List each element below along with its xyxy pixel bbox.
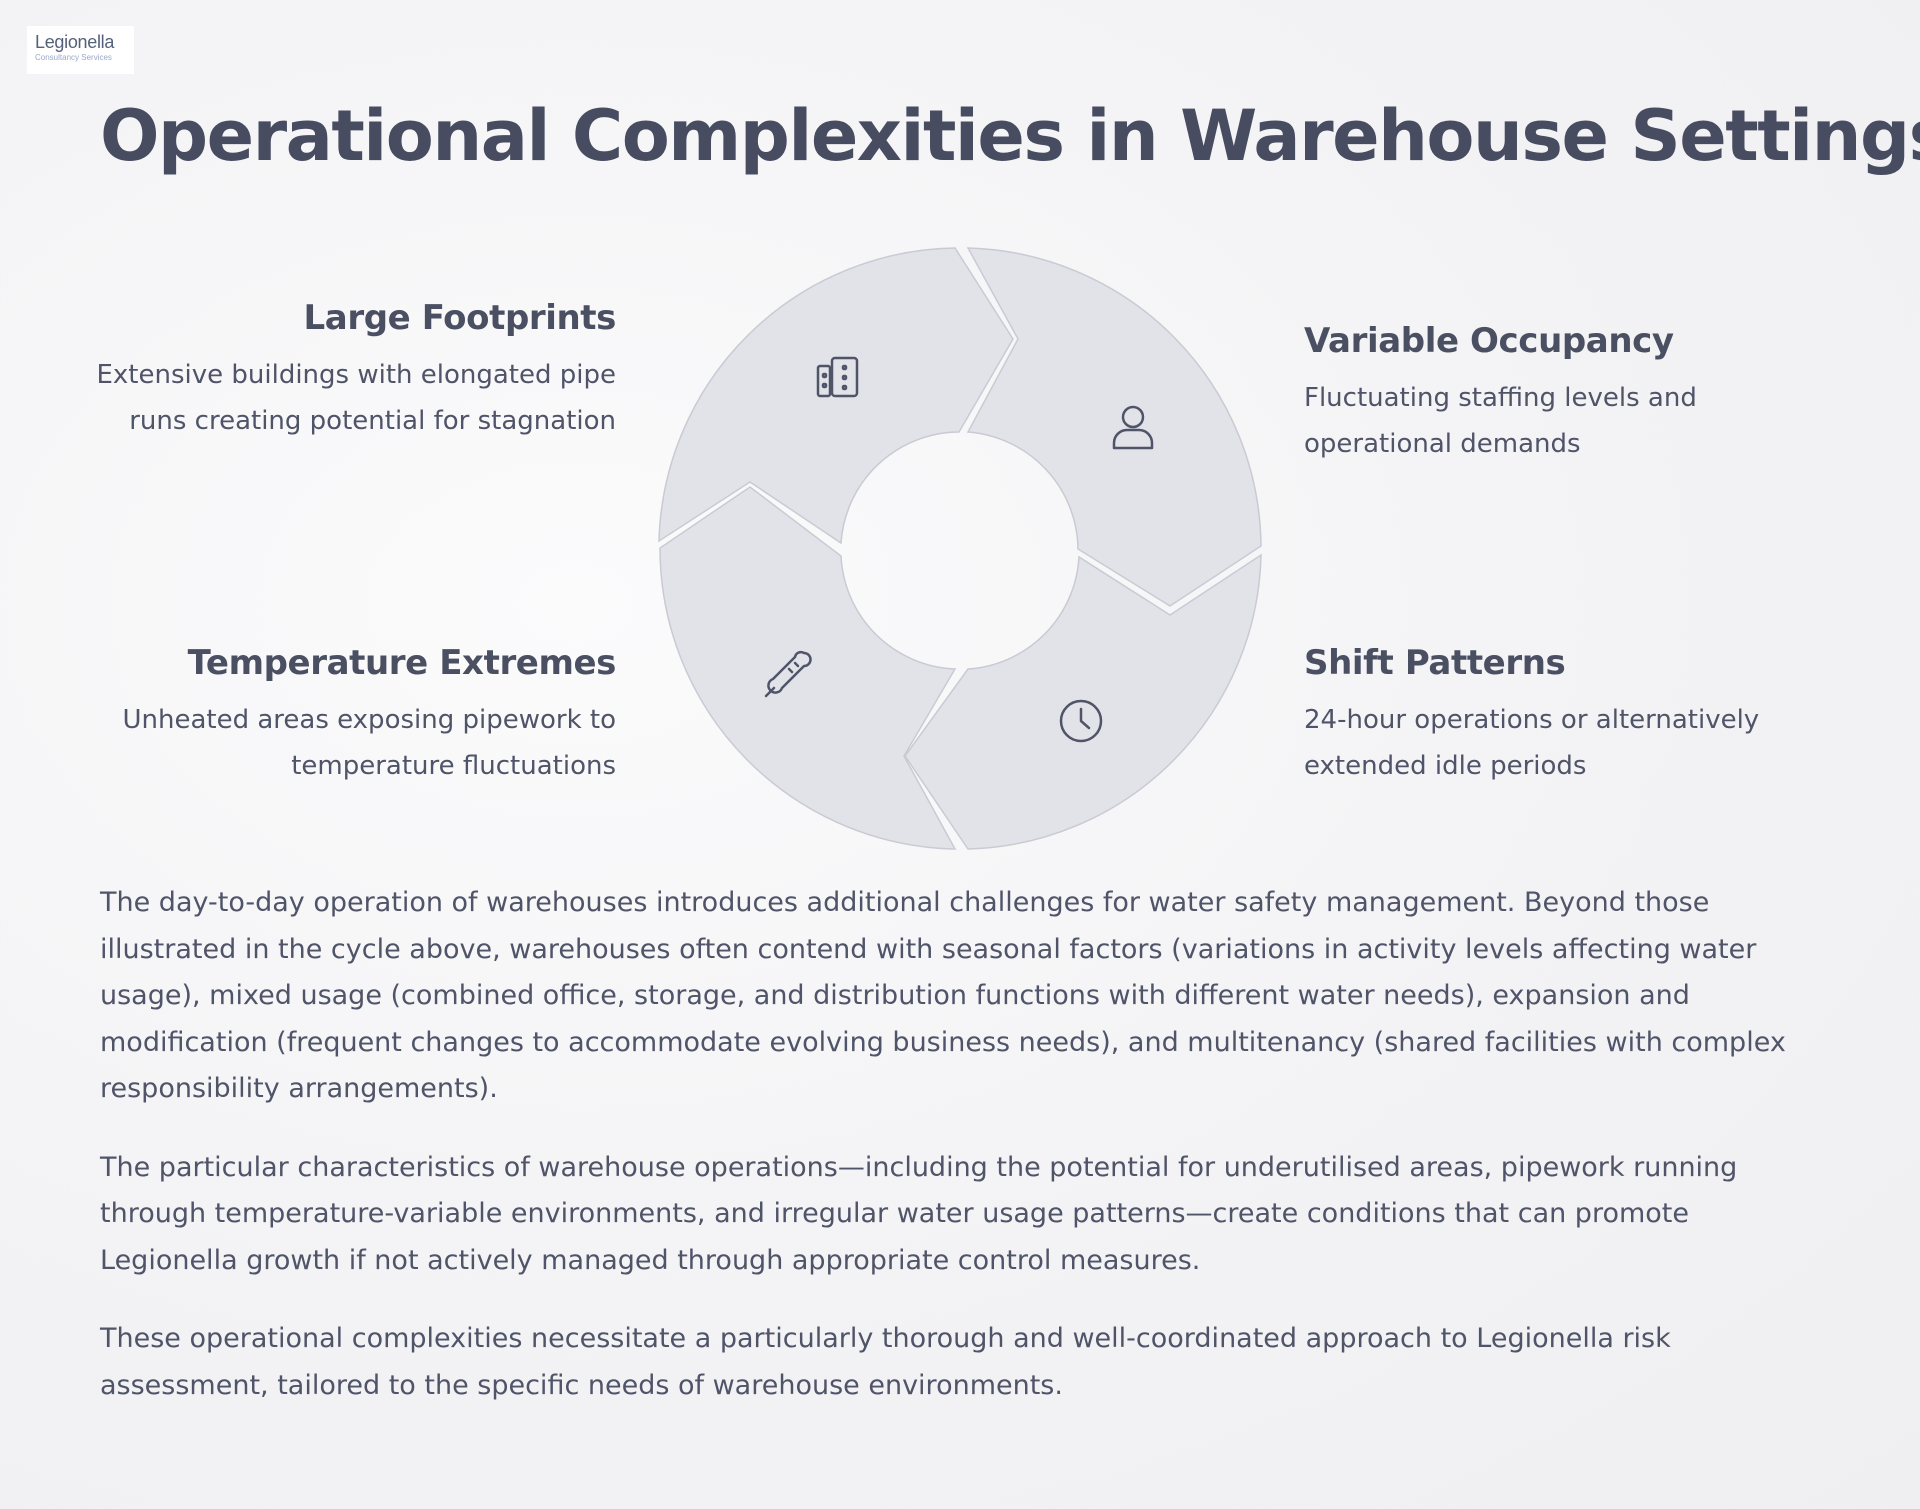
cycle-diagram [658, 247, 1262, 850]
paragraph: The day-to-day operation of warehouses i… [100, 887, 1786, 1104]
building-icon [816, 356, 859, 398]
page-title: Operational Complexities in Warehouse Se… [100, 95, 1920, 177]
feature-heading: Temperature Extremes [187, 643, 617, 683]
cycle-segment-variable-occupancy [966, 247, 1262, 607]
thermometer-icon [764, 650, 812, 698]
person-icon [1112, 405, 1154, 450]
paragraph: The particular characteristics of wareho… [100, 1151, 1738, 1276]
feature-description: 24-hour operations or alternatively exte… [1304, 705, 1760, 781]
logo: Legionella Consultancy Services [27, 26, 134, 74]
clock-icon [1059, 699, 1103, 743]
feature-temperature-extremes: Temperature Extremes Unheated areas expo… [96, 643, 616, 789]
feature-heading: Large Footprints [303, 298, 617, 338]
logo-name: Legionella [35, 32, 115, 52]
feature-description: Fluctuating staffing levels and operatio… [1304, 383, 1697, 459]
feature-description: Extensive buildings with elongated pipe … [96, 360, 616, 436]
feature-large-footprints: Large Footprints Extensive buildings wit… [96, 298, 616, 444]
feature-description: Unheated areas exposing pipework to temp… [122, 705, 616, 781]
body-text: The day-to-day operation of warehouses i… [100, 880, 1825, 1441]
feature-heading: Shift Patterns [1304, 643, 1566, 683]
cycle-segment-temperature-extremes [659, 486, 957, 850]
feature-variable-occupancy: Variable Occupancy Fluctuating staffing … [1304, 321, 1824, 467]
feature-shift-patterns: Shift Patterns 24-hour operations or alt… [1304, 643, 1824, 789]
logo-tagline: Consultancy Services [35, 53, 112, 62]
paragraph: These operational complexities necessita… [100, 1323, 1671, 1401]
feature-heading: Variable Occupancy [1304, 321, 1674, 361]
